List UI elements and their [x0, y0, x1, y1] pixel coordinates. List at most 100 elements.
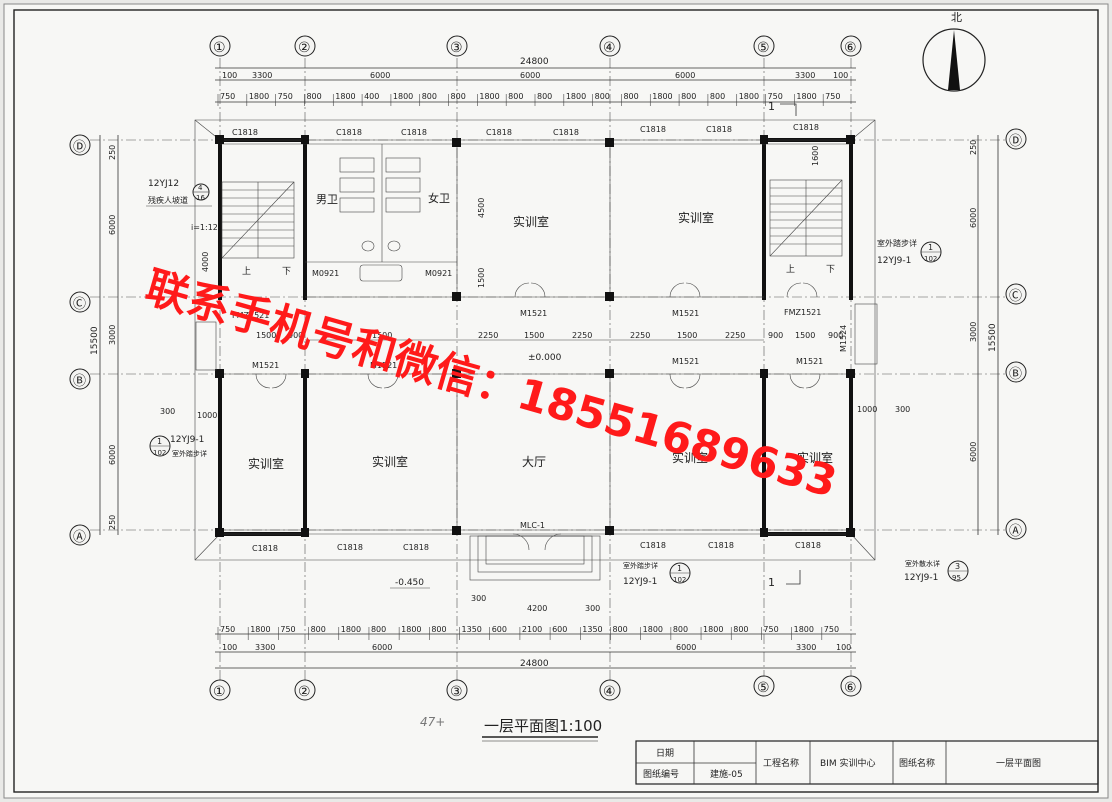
step-detail-ref: 12YJ9-1: [877, 256, 911, 266]
dim: 750: [280, 625, 295, 634]
dim: 2250: [725, 331, 745, 340]
dim: 3300: [795, 71, 815, 80]
window-tag: C1818: [401, 128, 427, 137]
scatter-detail-label: 室外散水详: [905, 559, 940, 568]
dim: 3300: [255, 643, 275, 652]
dim: 2250: [572, 331, 592, 340]
stair-left: 上 下: [221, 181, 295, 277]
detail-ref-ramp: 12YJ12: [148, 179, 179, 189]
title-block: 日期 图纸编号 建施-05 工程名称 BIM 实训中心 图纸名称 一层平面图: [635, 740, 1099, 785]
dim: 6000: [372, 643, 392, 652]
dim: 100: [836, 643, 851, 652]
dim: 100: [833, 71, 848, 80]
dim: 6000: [675, 71, 695, 80]
axis-4-bottom: ④: [603, 684, 616, 700]
left-dimensions: 250 6000 3000 6000 250 15500: [90, 135, 119, 535]
axis-3-top: ③: [450, 40, 463, 56]
dim: 4500: [477, 198, 486, 218]
dim: 6000: [969, 442, 978, 462]
axis-d-left: Ⓓ: [73, 140, 86, 155]
drawing-border: [13, 9, 1099, 793]
window-tag: C1818: [706, 125, 732, 134]
room-men-toilet: 男卫: [316, 193, 338, 206]
room-training-4: 实训室: [372, 454, 408, 469]
stair-up-label: 上: [786, 264, 795, 275]
plan-vertical-dims: 4500 1500 1600 4000 300 300 4200 300 100…: [160, 146, 910, 613]
drawing-name-label: 图纸名称: [899, 757, 935, 769]
door-tag: M1524: [839, 325, 848, 352]
dim: 600: [492, 625, 507, 634]
dim: 1800: [479, 92, 499, 101]
door-tag: MLC-1: [520, 521, 545, 530]
handwritten-note: 47+: [420, 715, 445, 729]
room-training-3: 实训室: [248, 456, 284, 471]
dim: 2250: [478, 331, 498, 340]
stair-down-label: 下: [826, 265, 835, 275]
dim: 300: [585, 604, 600, 613]
axis-4-top: ④: [603, 40, 616, 56]
window-tag: C1818: [337, 543, 363, 552]
axis-1-bottom: ①: [213, 684, 226, 700]
axis-a-left: Ⓐ: [73, 530, 86, 545]
window-tag: C1818: [336, 128, 362, 137]
axis-b-left: Ⓑ: [73, 374, 86, 389]
door-tag: M1521: [796, 357, 823, 366]
window-tag: C1818: [252, 544, 278, 553]
dim: 750: [824, 625, 839, 634]
dim: 1600: [811, 146, 820, 166]
dim: 1350: [462, 625, 482, 634]
top-total-dim: 24800: [520, 57, 549, 67]
door-labels: M0921 M0921 M1521 M1521 M1521 M1521 M152…: [232, 269, 848, 530]
dim: 1500: [677, 331, 697, 340]
dim: 6000: [108, 445, 117, 465]
axis-2-bottom: ②: [298, 684, 311, 700]
dim: 3300: [252, 71, 272, 80]
dim: 100: [222, 643, 237, 652]
dim: 1500: [524, 331, 544, 340]
dim: 750: [825, 92, 840, 101]
window-tag: C1818: [708, 541, 734, 550]
door-tag: M1521: [520, 309, 547, 318]
section-mark-top: 1: [768, 100, 775, 113]
room-training-2: 实训室: [678, 210, 714, 225]
door-tag: M1521: [672, 309, 699, 318]
ramp-slope: i=1:12: [191, 223, 218, 232]
axis-d-right: Ⓓ: [1009, 134, 1022, 149]
dim: 6000: [520, 71, 540, 80]
dim: 800: [451, 92, 466, 101]
detail-ref-number: 3: [955, 562, 960, 571]
dim: 800: [673, 625, 688, 634]
dim: 750: [220, 92, 235, 101]
north-arrow: 北: [922, 11, 986, 92]
axis-6-top: ⑥: [844, 40, 857, 56]
dim: 4000: [201, 252, 210, 272]
drawing-number: 建施-05: [710, 768, 743, 780]
dim: 1800: [796, 92, 816, 101]
room-training-5: 实训室: [672, 450, 708, 465]
toilet-fixtures: [339, 157, 421, 282]
detail-ref-sheet: 102: [153, 449, 166, 457]
dim: 800: [508, 92, 523, 101]
dim: 1000: [197, 411, 217, 420]
dim: 800: [681, 92, 696, 101]
date-label: 日期: [656, 748, 674, 759]
axis-c-left: Ⓒ: [73, 297, 86, 312]
detail-ref-number: 4: [198, 184, 203, 192]
dim: 1800: [249, 92, 269, 101]
door-tag: M1521: [672, 357, 699, 366]
dim: 250: [108, 145, 117, 160]
dim: 750: [220, 625, 235, 634]
dim: 3300: [796, 643, 816, 652]
dim: 2250: [630, 331, 650, 340]
dim: 2100: [522, 625, 542, 634]
dim: 1800: [335, 92, 355, 101]
dim: 1800: [794, 625, 814, 634]
columns: [215, 135, 855, 537]
dim: 250: [108, 515, 117, 530]
dim: 1500: [256, 331, 276, 340]
elevation-zero: ±0.000: [528, 353, 562, 363]
detail-ref-sheet: 102: [673, 576, 686, 584]
axis-bubbles-right: Ⓓ Ⓒ Ⓑ Ⓐ: [1005, 128, 1027, 540]
